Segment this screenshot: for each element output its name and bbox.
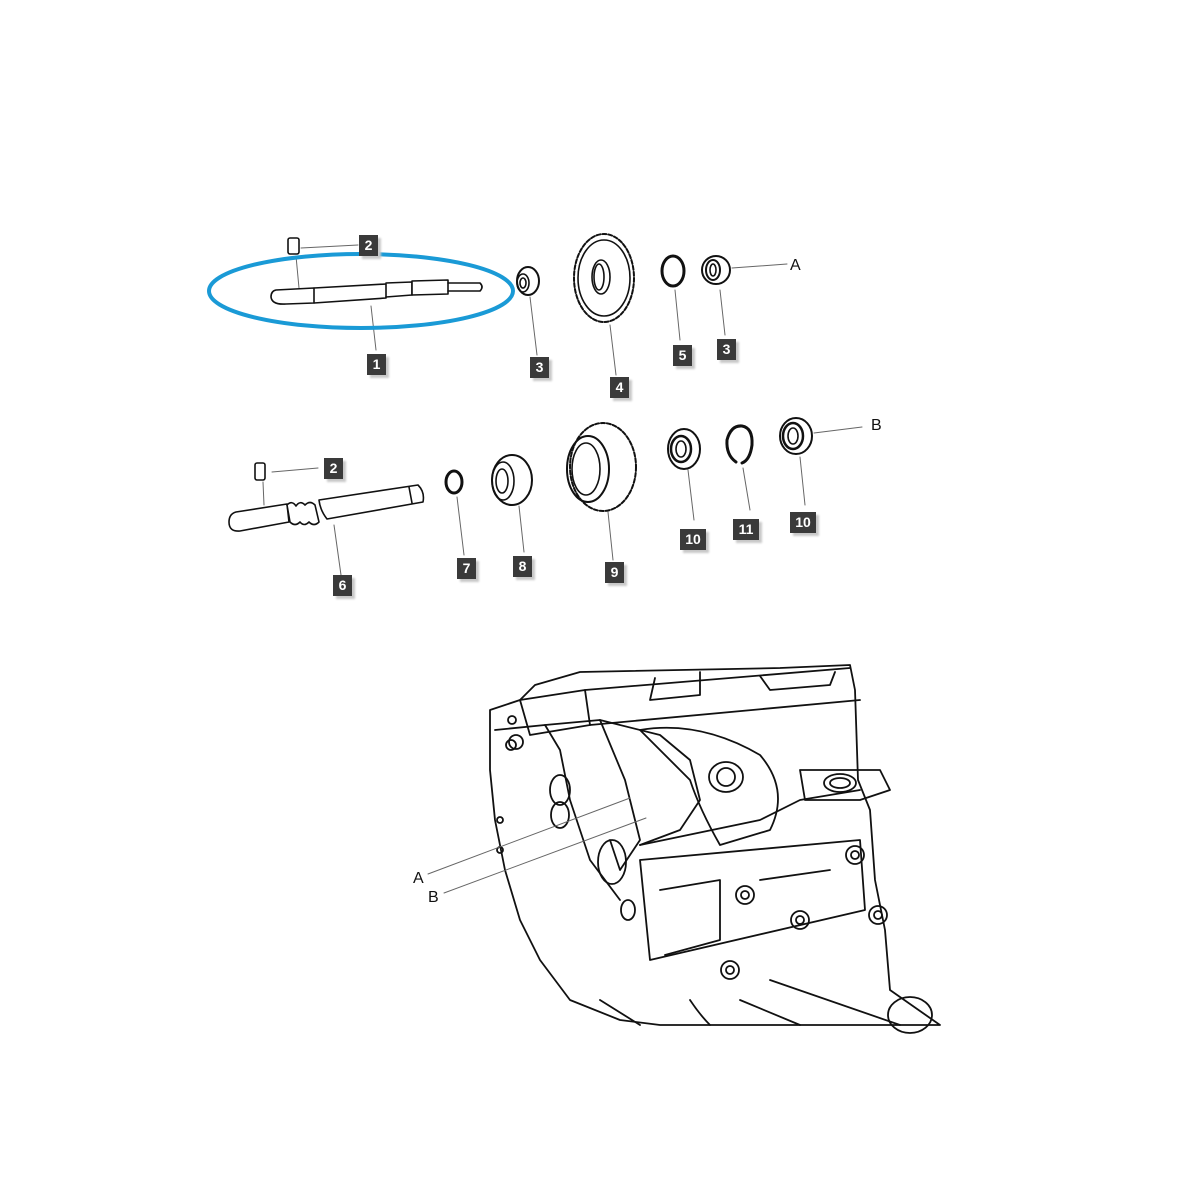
bearing-icon bbox=[491, 454, 533, 553]
snap-ring-icon bbox=[444, 469, 465, 556]
housing-reference-a: A bbox=[413, 870, 424, 887]
pin-icon bbox=[287, 237, 359, 289]
seal-icon bbox=[667, 428, 701, 521]
transmission-housing-icon bbox=[489, 664, 941, 1034]
shaft-icon bbox=[228, 484, 425, 576]
callout-1[interactable]: 1 bbox=[367, 354, 386, 375]
pin-icon bbox=[254, 462, 319, 506]
callout-9[interactable]: 9 bbox=[605, 562, 624, 583]
bearing-icon bbox=[701, 255, 788, 336]
callout-2-lower[interactable]: 2 bbox=[324, 458, 343, 479]
callout-3-right[interactable]: 3 bbox=[717, 339, 736, 360]
reference-label-b: B bbox=[871, 417, 882, 434]
bearing-icon bbox=[516, 266, 540, 356]
shaft-icon bbox=[270, 279, 483, 351]
callout-10-right[interactable]: 10 bbox=[790, 512, 816, 533]
callout-2-upper[interactable]: 2 bbox=[359, 235, 378, 256]
callout-8[interactable]: 8 bbox=[513, 556, 532, 577]
reference-label-a: A bbox=[790, 257, 801, 274]
callout-10-left[interactable]: 10 bbox=[680, 529, 706, 550]
callout-4[interactable]: 4 bbox=[610, 377, 629, 398]
snap-ring-icon bbox=[725, 424, 754, 511]
gear-icon bbox=[573, 233, 635, 376]
callout-11[interactable]: 11 bbox=[733, 519, 759, 540]
gear-icon bbox=[566, 422, 637, 561]
callout-6[interactable]: 6 bbox=[333, 575, 352, 596]
housing-reference-b: B bbox=[428, 889, 439, 906]
callout-7[interactable]: 7 bbox=[457, 558, 476, 579]
callout-5[interactable]: 5 bbox=[673, 345, 692, 366]
seal-icon bbox=[779, 417, 863, 506]
snap-ring-icon bbox=[660, 254, 686, 341]
callout-3-left[interactable]: 3 bbox=[530, 357, 549, 378]
